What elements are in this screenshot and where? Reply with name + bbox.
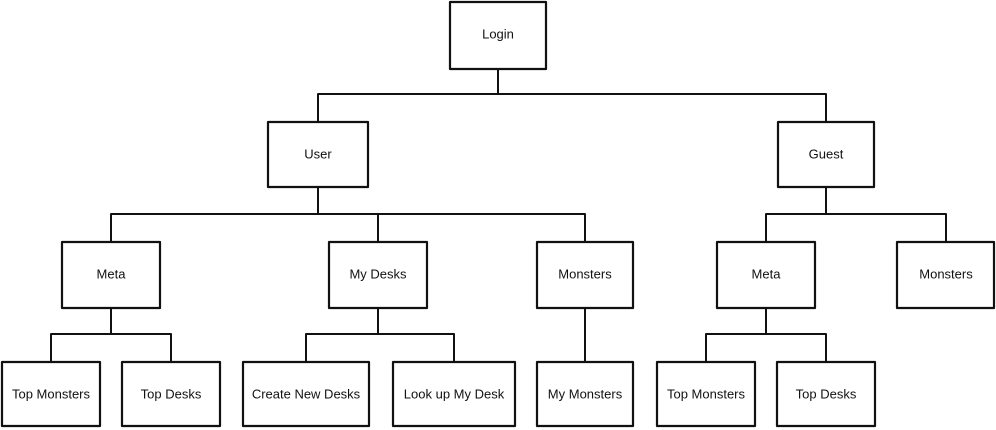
edge-login-to-level1	[317, 68, 827, 123]
node-label: Login	[482, 26, 514, 41]
node-label: My Monsters	[548, 386, 623, 401]
node-login: Login	[448, 0, 548, 71]
edge-guest-meta-to-leaves	[705, 307, 827, 363]
node-label: Guest	[809, 146, 844, 161]
node-guest-meta: Meta	[715, 240, 817, 310]
node-user-my-desks: My Desks	[327, 240, 429, 310]
node-guest-meta-top-monsters: Top Monsters	[655, 360, 757, 428]
node-label: Create New Desks	[252, 386, 361, 401]
edge-user-meta-to-leaves	[50, 307, 172, 363]
node-label: Meta	[752, 266, 782, 281]
connectors	[50, 68, 947, 363]
node-my-monsters: My Monsters	[535, 360, 635, 428]
edge-my-desks-to-leaves	[305, 307, 455, 363]
node-look-up-my-desk: Look up My Desk	[391, 360, 517, 428]
node-label: Top Desks	[141, 386, 202, 401]
edge-user-to-level2	[110, 186, 586, 243]
node-guest-monsters: Monsters	[895, 240, 996, 310]
node-label: Top Desks	[796, 386, 857, 401]
node-label: Look up My Desk	[404, 386, 505, 401]
node-label: User	[304, 146, 332, 161]
node-label: Top Monsters	[12, 386, 91, 401]
node-user-meta: Meta	[60, 240, 162, 310]
node-user-monsters: Monsters	[535, 240, 635, 310]
node-guest: Guest	[776, 120, 876, 189]
node-user: User	[266, 120, 370, 189]
node-user-meta-top-desks: Top Desks	[120, 360, 222, 428]
node-label: Top Monsters	[667, 386, 746, 401]
node-label: My Desks	[349, 266, 407, 281]
node-create-new-desks: Create New Desks	[241, 360, 371, 428]
edge-guest-to-level2	[765, 186, 947, 243]
node-guest-meta-top-desks: Top Desks	[775, 360, 877, 428]
node-label: Meta	[97, 266, 127, 281]
node-label: Monsters	[558, 266, 612, 281]
node-label: Monsters	[919, 266, 973, 281]
node-user-meta-top-monsters: Top Monsters	[0, 360, 102, 428]
